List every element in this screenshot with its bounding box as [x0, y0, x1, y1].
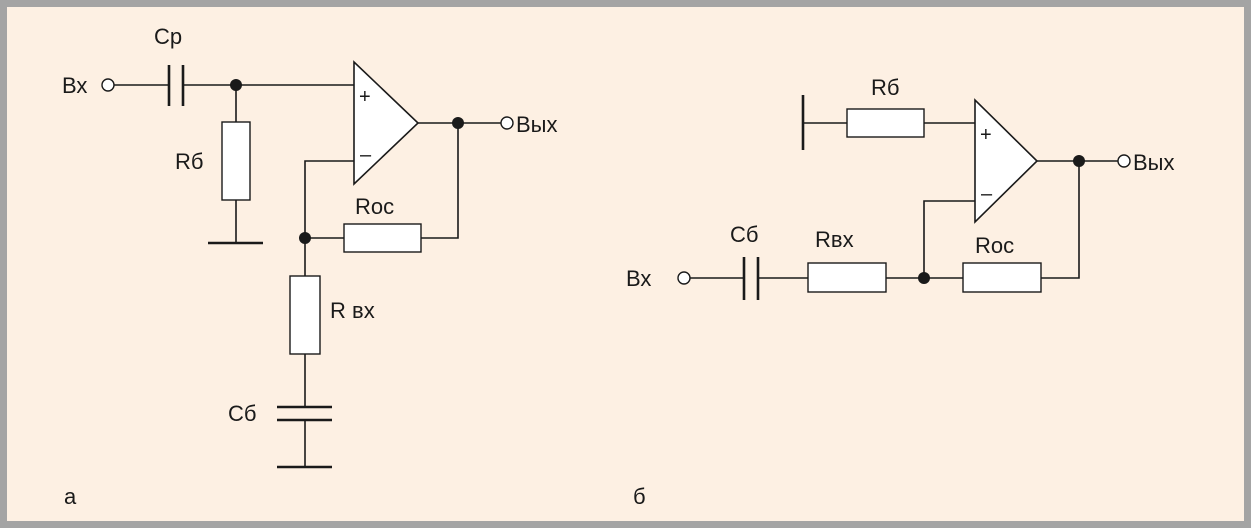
- opamp-plus-a: +: [359, 86, 371, 108]
- opamp-minus-b: –: [981, 183, 993, 205]
- input-resistor-label-a: R вх: [330, 298, 375, 323]
- bias-resistor-label-b: Rб: [871, 75, 900, 100]
- wire-minus-a: [304, 160, 354, 238]
- blocking-cap-label-b: Сб: [730, 222, 759, 247]
- wire-roc-right-b: [1041, 161, 1080, 279]
- feedback-resistor-label-a: Rос: [355, 194, 394, 219]
- junction-b1: [918, 272, 930, 284]
- input-terminal-b: [677, 271, 691, 285]
- blocking-capacitor-a: [277, 405, 332, 422]
- bias-resistor-b: [846, 108, 925, 138]
- feedback-resistor-a: [343, 223, 422, 253]
- opamp-b: [974, 98, 1039, 224]
- blocking-cap-label-a: Сб: [228, 401, 257, 426]
- input-resistor-b: [807, 262, 887, 293]
- wire-minus-b: [923, 200, 975, 278]
- opamp-minus-a: –: [360, 144, 372, 166]
- input-resistor-a: [289, 275, 321, 355]
- opamp-plus-b: +: [980, 124, 992, 146]
- blocking-capacitor-b: [742, 257, 760, 300]
- diagram-b: Rб Вых Вх Сб Rвх Rос + – б: [626, 75, 1175, 509]
- input-label-b: Вх: [626, 266, 651, 291]
- bias-resistor-label-a: Rб: [175, 149, 204, 174]
- output-terminal-a: [500, 116, 514, 130]
- opamp-a: [353, 60, 420, 186]
- panel-label-a: а: [64, 484, 77, 509]
- bias-resistor-a: [221, 121, 251, 201]
- panel-label-b: б: [633, 484, 646, 509]
- input-resistor-label-b: Rвх: [815, 227, 854, 252]
- diagram-a: Вх Вых Ср Rб Rос R вх Сб + – а: [62, 24, 558, 509]
- wire-roc-right-a: [421, 123, 459, 239]
- feedback-resistor-label-b: Rос: [975, 233, 1014, 258]
- output-terminal-b: [1117, 154, 1131, 168]
- coupling-cap-label-a: Ср: [154, 24, 182, 49]
- output-label-b: Вых: [1133, 150, 1175, 175]
- output-label-a: Вых: [516, 112, 558, 137]
- input-label-a: Вх: [62, 73, 87, 98]
- coupling-capacitor-a: [167, 65, 185, 106]
- feedback-resistor-b: [962, 262, 1042, 293]
- input-terminal-a: [101, 78, 115, 92]
